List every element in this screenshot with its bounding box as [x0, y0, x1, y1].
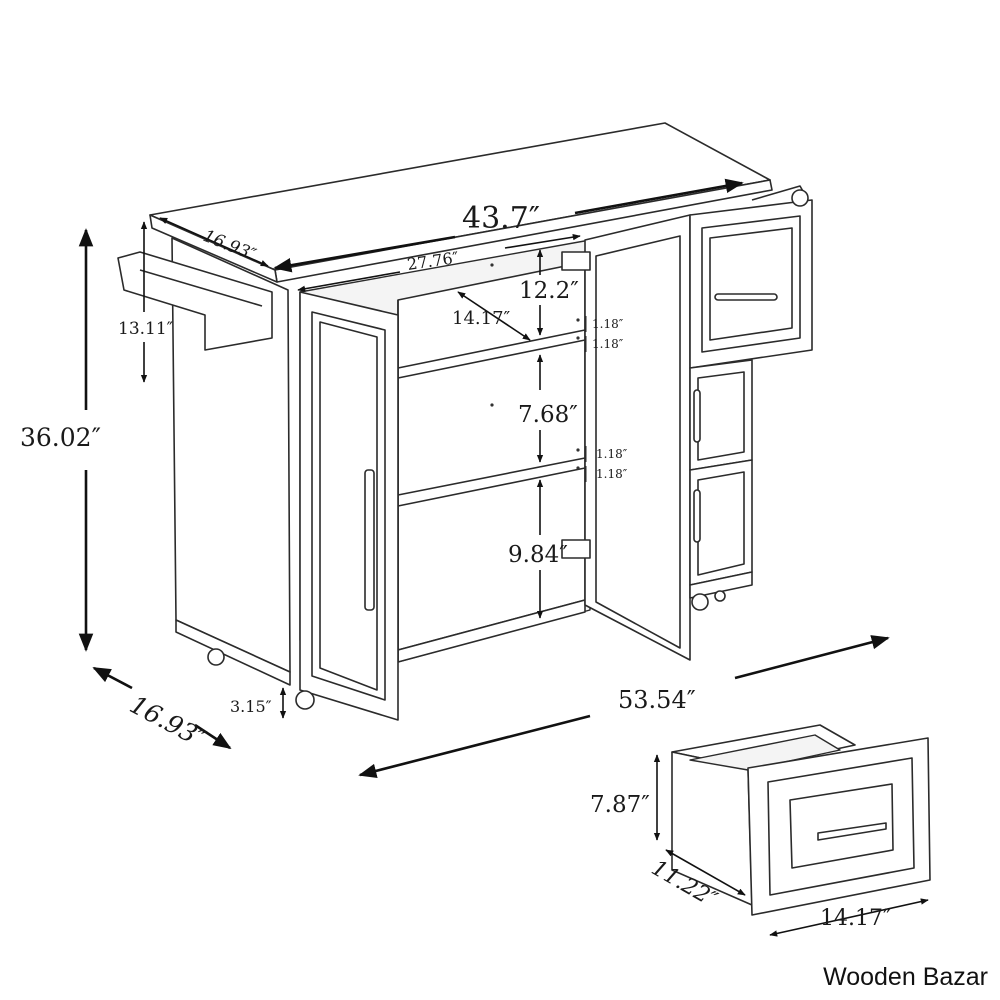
label-towel-bar-height: 13.11″	[118, 319, 173, 339]
label-top-width: 43.7″	[462, 201, 540, 236]
label-total-height: 36.02″	[20, 423, 101, 452]
label-shelf-middle-gap: 7.68″	[518, 402, 578, 428]
shelf-pins	[490, 263, 580, 470]
drawer-front	[747, 737, 931, 916]
label-shelf-thickness-1: 1.18″	[592, 317, 624, 331]
label-drawer-height: 7.87″	[590, 792, 650, 818]
left-door	[299, 291, 399, 721]
middle-drawer-handle	[693, 389, 701, 443]
label-drawer-width: 14.17″	[820, 906, 891, 931]
cabinet-body	[117, 122, 813, 721]
casters	[207, 590, 726, 710]
bottom-drawer-handle	[693, 489, 701, 543]
label-shelf-bottom-gap: 9.84″	[508, 542, 568, 568]
base-plinth	[175, 619, 291, 686]
dimension-arrows	[78, 178, 929, 937]
label-shelf-top-gap: 12.2″	[519, 278, 579, 304]
hinge-top	[561, 251, 591, 271]
label-shelf-thickness-4: 1.18″	[596, 467, 628, 481]
label-shelf-depth: 14.17″	[452, 308, 511, 329]
label-caster-height: 3.15″	[230, 697, 272, 716]
label-total-width: 53.54″	[618, 686, 696, 714]
label-base-depth: 16.93″	[125, 690, 211, 754]
hinge-bottom	[561, 539, 591, 559]
brand-watermark: Wooden Bazar	[823, 963, 988, 991]
drawer-handle	[817, 822, 887, 841]
top-drawer-handle	[714, 293, 778, 301]
top-drawer-front	[689, 199, 813, 369]
towel-bar-right-end	[791, 189, 809, 207]
label-shelf-thickness-2: 1.18″	[592, 337, 624, 351]
label-shelf-thickness-3: 1.18″	[596, 447, 628, 461]
right-door	[584, 214, 691, 661]
left-door-handle	[364, 469, 375, 611]
